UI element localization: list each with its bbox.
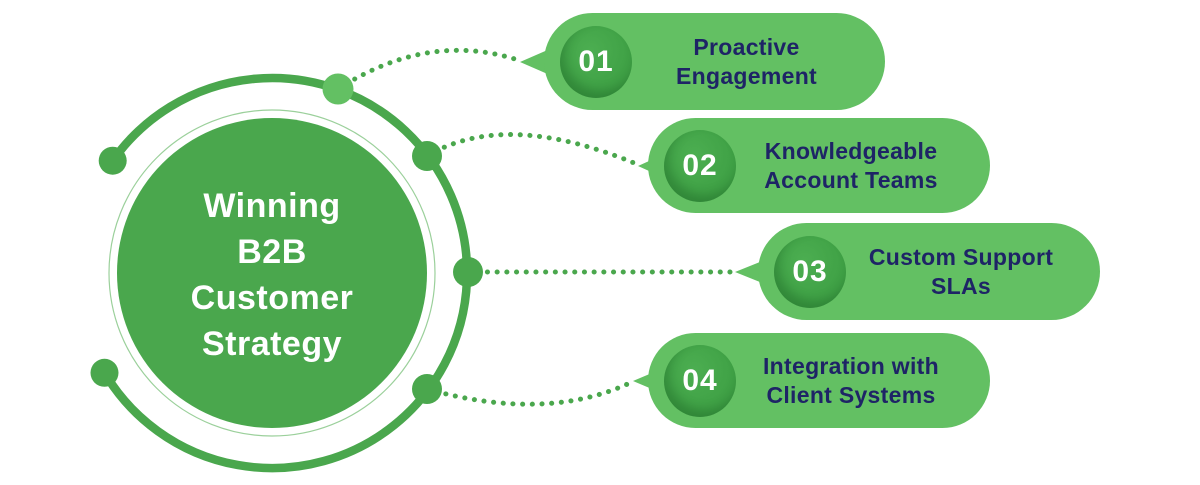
step-label-2: Knowledgeable Account Teams xyxy=(740,118,962,213)
ring-end-dot-bottom-icon xyxy=(90,358,119,387)
central-title-line: Customer xyxy=(190,279,354,317)
step-pill-4: 04 Integration with Client Systems xyxy=(648,333,990,428)
central-title: Winning B2B Customer Strategy xyxy=(122,183,422,367)
step-label-line: Client Systems xyxy=(766,381,936,408)
central-circle xyxy=(117,118,427,428)
connector-dotted-1 xyxy=(335,47,524,92)
step-label-line: Account Teams xyxy=(764,166,938,193)
step-label-line: Integration with xyxy=(762,352,939,379)
step-number-badge-3: 03 xyxy=(774,235,846,308)
step-pill-1: 01 Proactive Engagement xyxy=(544,13,885,110)
step-pill-2: 02 Knowledgeable Account Teams xyxy=(648,118,990,213)
step-pill-3: 03 Custom Support SLAs xyxy=(758,223,1100,320)
circle-hairline xyxy=(108,109,436,437)
central-title-line: Winning xyxy=(203,187,341,225)
step-label-line: Knowledgeable xyxy=(764,137,938,164)
step-label-4: Integration with Client Systems xyxy=(740,333,962,428)
step-label-line: SLAs xyxy=(931,272,991,299)
ring-end-dot-top-icon xyxy=(98,146,127,175)
step-label-line: Engagement xyxy=(675,62,818,89)
connector-dotted-4 xyxy=(424,378,637,407)
step-label-3: Custom Support SLAs xyxy=(850,223,1072,320)
step-number-badge-4: 04 xyxy=(664,344,736,417)
central-title-line: B2B xyxy=(237,233,307,271)
step-number-badge-2: 02 xyxy=(664,129,736,202)
step-label-line: Custom Support xyxy=(868,243,1054,270)
ring-node-4-icon xyxy=(412,374,442,404)
ring-node-3-icon xyxy=(453,257,483,287)
ring-node-1-icon xyxy=(322,73,354,105)
step-label-line: Proactive xyxy=(693,33,800,60)
ring-node-2-icon xyxy=(412,141,442,171)
connector-dotted-2 xyxy=(424,132,642,168)
step-number-badge-1: 01 xyxy=(560,25,632,98)
step-label-1: Proactive Engagement xyxy=(636,13,857,110)
central-title-line: Strategy xyxy=(201,325,343,363)
pill-tip-1-icon xyxy=(520,48,551,76)
